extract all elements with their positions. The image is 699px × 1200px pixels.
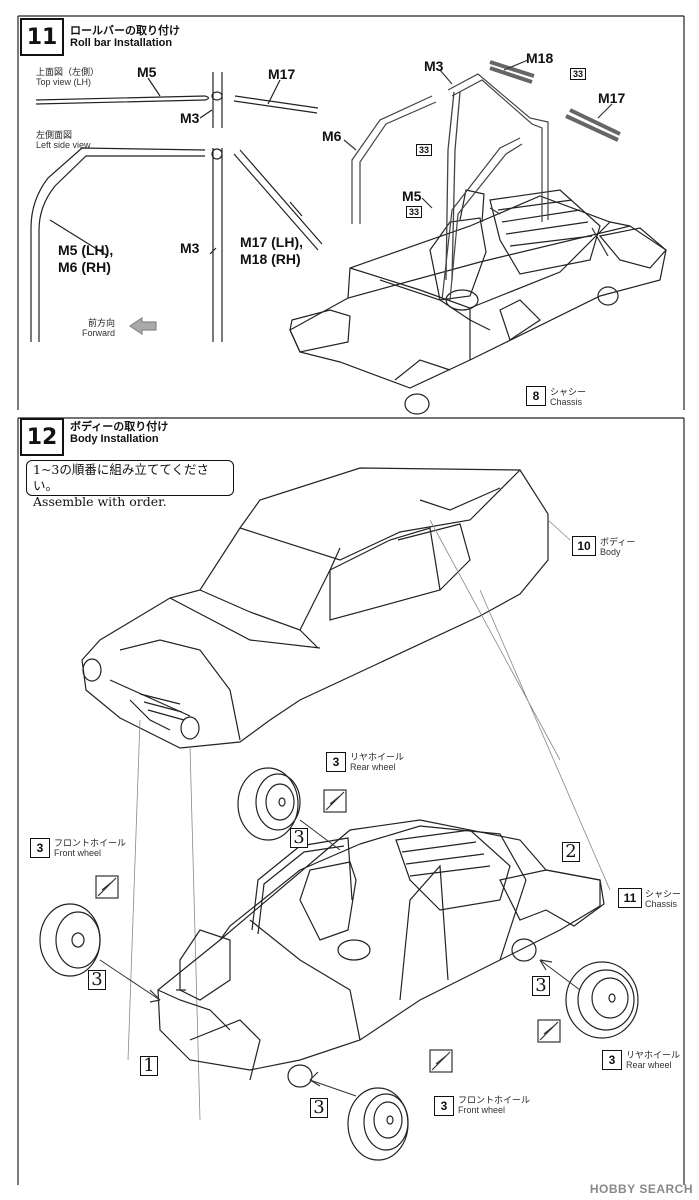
sideview-m17-bar — [233, 149, 323, 251]
order-3-right: 3 — [532, 976, 550, 996]
rear-wheel-right-jp: リヤホイール — [626, 1051, 681, 1061]
step11-chassis-drawing — [289, 189, 667, 415]
chassis-11-en: Chassis — [645, 899, 678, 909]
order-3-bottom: 3 — [310, 1098, 328, 1118]
topview-label-en: Top view (LH) — [36, 77, 92, 87]
front-wheel-bottom-jp: フロントホイール — [458, 1096, 531, 1106]
order-3-left: 3 — [88, 970, 106, 990]
sideview-m5-bar — [30, 147, 206, 342]
note-jp: 1~3の順番に組み立ててください。 — [33, 462, 210, 493]
label-m17-cage: M17 — [598, 90, 626, 106]
step-number-12: 12 — [20, 418, 64, 456]
step11-roll-cage — [351, 60, 621, 301]
rear-wheel-right-number: 3 — [602, 1050, 622, 1070]
rear-wheel-upper-jp: リヤホイール — [350, 753, 405, 763]
label-m17-m18: M17 (LH), M18 (RH) — [240, 234, 303, 267]
body-10-jp: ボディー — [600, 538, 636, 548]
assembly-order-note: 1~3の順番に組み立ててください。 Assemble with order. — [26, 460, 234, 509]
label-m5-m6: M5 (LH), M6 (RH) — [58, 242, 114, 275]
chassis-8-jp: シャシー — [550, 388, 587, 398]
front-wheel-bottom-en: Front wheel — [458, 1105, 506, 1115]
sideview-m3-part — [211, 148, 223, 342]
chassis-8-en: Chassis — [550, 397, 583, 407]
body-10-number: 10 — [572, 536, 596, 556]
step-number-11: 11 — [20, 18, 64, 56]
label-m5-top: M5 — [137, 64, 157, 80]
sideview-label-en: Left side view — [36, 140, 91, 150]
chassis-11-number: 11 — [618, 888, 642, 908]
rear-wheel-upper-en: Rear wheel — [350, 762, 396, 772]
chassis-11-jp: シャシー — [645, 890, 682, 900]
forward-arrow-icon — [128, 316, 157, 336]
glue-marker-33-a: 33 — [570, 68, 587, 80]
front-wheel-bottom-number: 3 — [434, 1096, 454, 1116]
label-m3-cage: M3 — [424, 58, 444, 74]
topview-label-jp: 上面図（左側） — [36, 68, 100, 78]
body-10-en: Body — [600, 547, 621, 557]
label-m6-cage: M6 — [322, 128, 342, 144]
rear-wheel-upper-drawing — [237, 767, 301, 841]
forward-label-en: Forward — [82, 328, 116, 338]
rear-wheel-right-en: Rear wheel — [626, 1060, 672, 1070]
sideview-label-jp: 左側面図 — [36, 131, 73, 141]
rear-wheel-right-drawing — [565, 961, 639, 1039]
topview-m5-bar — [35, 95, 210, 105]
watermark: HOBBY SEARCH — [589, 1182, 693, 1196]
label-m18-cage: M18 — [526, 50, 554, 66]
order-2: 2 — [562, 842, 580, 862]
topview-m17-bar — [233, 95, 319, 114]
label-m5-cage: M5 — [402, 188, 422, 204]
forward-label-jp: 前方向 — [88, 319, 116, 329]
front-wheel-left-number: 3 — [30, 838, 50, 858]
front-wheel-bottom-drawing — [347, 1087, 409, 1161]
note-en: Assemble with order. — [33, 494, 167, 509]
front-wheel-left-en: Front wheel — [54, 848, 102, 858]
chassis-8-number: 8 — [526, 386, 546, 406]
front-wheel-left-drawing — [39, 903, 101, 977]
label-m17-top: M17 — [268, 66, 296, 82]
glue-marker-33-c: 33 — [406, 206, 423, 218]
label-m3-top: M3 — [180, 110, 200, 126]
step12-chassis-drawing — [157, 819, 605, 1088]
front-wheel-left-jp: フロントホイール — [54, 839, 127, 849]
order-3-upper: 3 — [290, 828, 308, 848]
glue-marker-33-b: 33 — [416, 144, 433, 156]
step11-title-jp: ロールバーの取り付け — [70, 24, 180, 37]
step12-title-en: Body Installation — [70, 433, 159, 445]
step12-title-jp: ボディーの取り付け — [70, 420, 169, 433]
body-shell-drawing — [81, 467, 549, 749]
order-1: 1 — [140, 1056, 158, 1076]
rear-wheel-upper-number: 3 — [326, 752, 346, 772]
label-m3-side: M3 — [180, 240, 200, 256]
topview-m3-part — [211, 72, 223, 128]
no-glue-icon — [95, 789, 561, 1073]
step11-title-en: Roll bar Installation — [70, 37, 173, 49]
